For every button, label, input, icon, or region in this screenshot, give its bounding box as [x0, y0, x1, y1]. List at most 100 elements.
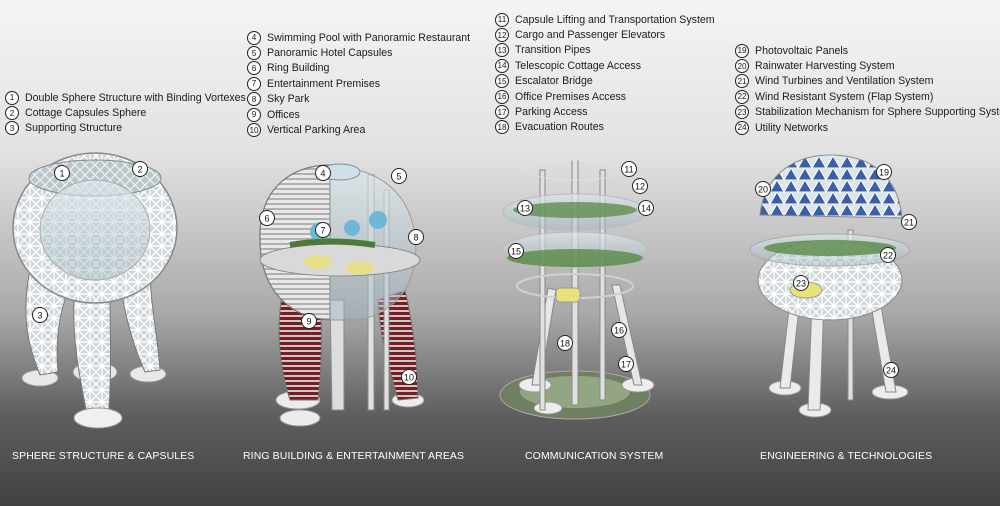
callout-9: 9 — [301, 313, 317, 329]
svg-text:2: 2 — [137, 165, 142, 175]
callout-12: 12 — [632, 178, 648, 194]
legend-label: Office Premises Access — [515, 90, 627, 103]
legend-item: 1 Double Sphere Structure with Binding Vo… — [5, 90, 246, 105]
legend-label: Utility Networks — [755, 121, 828, 134]
svg-text:5: 5 — [396, 172, 401, 182]
caption-ring-building: RING BUILDING & ENTERTAINMENT AREAS — [243, 450, 465, 462]
caption-communication-system: COMMUNICATION SYSTEM — [525, 450, 664, 462]
callout-1: 1 — [54, 165, 70, 181]
legend-label: Rainwater Harvesting System — [755, 60, 895, 73]
callout-19: 19 — [876, 164, 892, 180]
callout-23: 23 — [793, 275, 809, 291]
legend-number: 19 — [735, 43, 749, 58]
legend-label: Panoramic Hotel Capsules — [267, 47, 393, 60]
svg-text:9: 9 — [306, 317, 311, 327]
legend-label: Double Sphere Structure with Binding Vor… — [25, 91, 246, 104]
callout-22: 22 — [880, 247, 896, 263]
legend-number: 24 — [735, 120, 749, 135]
legend-label: Evacuation Routes — [515, 121, 604, 134]
callout-18: 18 — [557, 335, 573, 351]
legend-item: 21 Wind Turbines and Ventilation System — [735, 74, 1000, 89]
svg-text:17: 17 — [621, 360, 631, 370]
engineering-drawing — [749, 154, 911, 418]
legend-label: Wind Resistant System (Flap System) — [755, 90, 934, 103]
communication-system-drawing — [499, 159, 655, 420]
ring-building-drawing — [259, 163, 425, 427]
caption-engineering: ENGINEERING & TECHNOLOGIES — [760, 450, 933, 462]
callout-20: 20 — [755, 181, 771, 197]
svg-text:13: 13 — [520, 204, 530, 214]
svg-text:14: 14 — [641, 204, 651, 214]
svg-text:4: 4 — [320, 169, 325, 179]
callout-7: 7 — [315, 222, 331, 238]
legend-number: 14 — [495, 58, 509, 73]
legend-item: 16 Office Premises Access — [495, 89, 715, 104]
svg-text:16: 16 — [614, 326, 624, 336]
legend-item: 24 Utility Networks — [735, 120, 1000, 135]
legend-label: Wind Turbines and Ventilation System — [755, 75, 934, 88]
svg-text:23: 23 — [796, 279, 806, 289]
legend-label: Cottage Capsules Sphere — [25, 107, 147, 120]
svg-text:10: 10 — [404, 373, 414, 383]
callout-5: 5 — [391, 168, 407, 184]
legend-number: 22 — [735, 89, 749, 104]
legend-label: Capsule Lifting and Transportation Syste… — [515, 13, 715, 26]
callout-10: 10 — [401, 369, 417, 385]
legend-number: 5 — [247, 46, 261, 61]
svg-text:12: 12 — [635, 182, 645, 192]
legend-number: 2 — [5, 106, 19, 121]
svg-text:3: 3 — [37, 311, 42, 321]
svg-text:22: 22 — [883, 251, 893, 261]
legend-number: 17 — [495, 105, 509, 120]
legend-number: 3 — [5, 121, 19, 136]
legend-number: 13 — [495, 43, 509, 58]
svg-text:11: 11 — [624, 165, 633, 175]
legend-label: Vertical Parking Area — [267, 124, 366, 137]
legend-label: Supporting Structure — [25, 122, 123, 135]
svg-text:1: 1 — [59, 169, 64, 179]
legend-label: Ring Building — [267, 62, 330, 75]
legend-item: 5 Panoramic Hotel Capsules — [247, 45, 470, 61]
caption-sphere-structure: SPHERE STRUCTURE & CAPSULES — [12, 450, 195, 462]
sphere-structure-drawing — [12, 152, 178, 429]
legend-label: Offices — [267, 108, 300, 121]
legend-number: 10 — [247, 123, 261, 138]
svg-text:24: 24 — [886, 366, 896, 376]
legend-number: 15 — [495, 74, 509, 89]
legend-item: 10 Vertical Parking Area — [247, 122, 470, 138]
legend-number: 1 — [5, 90, 19, 105]
legend-label: Sky Park — [267, 93, 310, 106]
callout-14: 14 — [638, 200, 654, 216]
callout-11: 11 — [621, 161, 637, 177]
legend-item: 3 Supporting Structure — [5, 121, 246, 136]
legend-item: 22 Wind Resistant System (Flap System) — [735, 89, 1000, 104]
legend-label: Stabilization Mechanism for Sphere Suppo… — [755, 106, 1000, 119]
callout-3: 3 — [32, 307, 48, 323]
callout-6: 6 — [259, 210, 275, 226]
legend-number: 21 — [735, 74, 749, 89]
callout-24: 24 — [883, 362, 899, 378]
legend-sphere-structure: 1 Double Sphere Structure with Binding Vo… — [5, 90, 246, 136]
legend-label: Telescopic Cottage Access — [515, 59, 642, 72]
legend-label: Parking Access — [515, 106, 588, 119]
legend-item: 17 Parking Access — [495, 104, 715, 120]
svg-text:18: 18 — [560, 339, 570, 349]
legend-label: Cargo and Passenger Elevators — [515, 29, 666, 42]
legend-number: 16 — [495, 89, 509, 104]
legend-label: Entertainment Premises — [267, 77, 381, 90]
